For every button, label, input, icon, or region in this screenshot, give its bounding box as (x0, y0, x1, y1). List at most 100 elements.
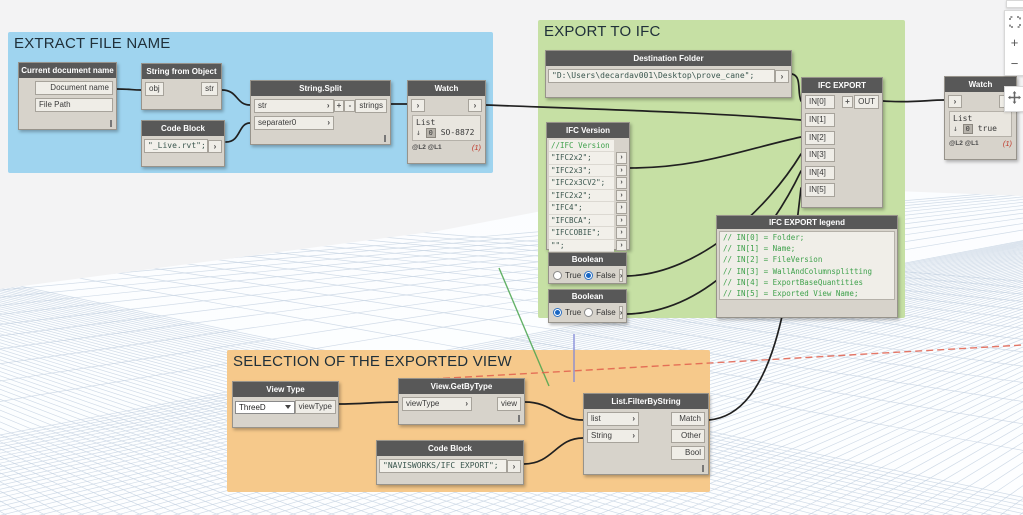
wire[interactable] (221, 89, 251, 106)
node-header[interactable]: View Type (233, 382, 338, 397)
node-header[interactable]: IFC EXPORT (802, 78, 882, 93)
code-line[interactable]: "IFC2x3CV2"; (549, 177, 614, 190)
input-port-in1[interactable]: IN[1] (805, 113, 835, 127)
code-comment[interactable]: //IFC Version (549, 140, 614, 153)
node-ifc-export-legend[interactable]: IFC EXPORT legend // IN[0] = Folder; // … (716, 215, 898, 318)
legend-line[interactable]: // IN[5] = Exported View Name; (720, 288, 894, 300)
add-port-button[interactable]: + (842, 96, 853, 108)
code-line[interactable]: "IFC4"; (549, 202, 614, 215)
node-ifc-version[interactable]: IFC Version //IFC Version "IFC2x2";› "IF… (546, 122, 630, 253)
output-port[interactable]: › (775, 69, 789, 83)
node-header[interactable]: List.FilterByString (584, 394, 708, 409)
code-line[interactable]: "IFCCOBIE"; (549, 227, 614, 240)
output-port-strings[interactable]: strings (355, 99, 387, 113)
level-label[interactable]: @L2 @L1 (949, 140, 979, 147)
code-line[interactable]: "IFCBCA"; (549, 214, 614, 228)
node-view-getbytype[interactable]: View.GetByType viewType view (398, 378, 525, 425)
output-port[interactable]: › (618, 306, 624, 319)
input-port-obj[interactable]: obj (145, 82, 164, 96)
input-port-list[interactable]: list (587, 412, 639, 426)
output-port[interactable]: › (616, 202, 627, 214)
output-port[interactable]: › (616, 227, 627, 239)
output-port-other[interactable]: Other (671, 429, 705, 443)
node-header[interactable]: View.GetByType (399, 379, 524, 394)
radio-label-false[interactable]: False (596, 271, 616, 280)
radio-true[interactable] (553, 271, 562, 280)
node-destination-folder[interactable]: Destination Folder "D:\Users\decardav001… (545, 50, 792, 98)
code-block-text[interactable]: "D:\Users\decardav001\Desktop\prove_cane… (548, 69, 775, 83)
node-current-document-name[interactable]: Current document name Document name File… (18, 62, 117, 130)
wire[interactable] (338, 401, 399, 405)
input-port-in2[interactable]: IN[2] (805, 131, 835, 145)
code-line[interactable]: "IFC2x2"; (549, 189, 614, 203)
zoom-out-icon[interactable]: − (1010, 56, 1019, 71)
node-header[interactable]: Destination Folder (546, 51, 791, 66)
output-port-bool[interactable]: Bool (671, 446, 705, 460)
output-port[interactable]: › (618, 269, 624, 282)
node-header[interactable]: Watch (408, 81, 485, 96)
wire[interactable] (629, 136, 802, 169)
output-port[interactable]: › (616, 214, 627, 227)
node-header[interactable]: String.Split (251, 81, 390, 96)
output-port[interactable]: › (616, 164, 627, 177)
node-header[interactable]: IFC EXPORT legend (717, 216, 897, 229)
node-header[interactable]: Current document name (19, 63, 116, 78)
code-line[interactable]: ""; (549, 239, 614, 253)
wire[interactable] (485, 104, 802, 121)
node-boolean-base-quantities[interactable]: Boolean True False › (548, 289, 627, 323)
wire[interactable] (523, 437, 584, 465)
legend-line[interactable]: // IN[4] = ExportBaseQuantities (720, 276, 894, 289)
pan-icon[interactable] (1005, 87, 1023, 108)
input-port-separator[interactable]: separater0 (254, 116, 334, 130)
node-watch-result[interactable]: Watch › › List ↓ 0 true @L2 @L1 (1) (944, 76, 1017, 160)
node-header[interactable]: Code Block (142, 121, 224, 136)
node-header[interactable]: Boolean (549, 290, 626, 303)
node-string-split[interactable]: String.Split str + - strings separater0 (250, 80, 391, 145)
radio-false[interactable] (584, 271, 594, 280)
input-port-string[interactable]: String (587, 429, 639, 443)
lacing-indicator[interactable] (110, 120, 112, 127)
code-block-text[interactable]: "_Live.rvt"; (144, 139, 208, 153)
input-port[interactable]: › (411, 99, 425, 112)
input-port-viewtype[interactable]: viewType (402, 397, 472, 411)
node-code-block-live[interactable]: Code Block "_Live.rvt"; › (141, 120, 225, 167)
node-code-block-navisworks[interactable]: Code Block "NAVISWORKS/IFC EXPORT"; › (376, 440, 524, 485)
legend-line[interactable]: // IN[3] = WallAndColumnsplitting (720, 265, 894, 277)
level-label[interactable]: @L2 @L1 (412, 144, 442, 151)
node-header[interactable]: IFC Version (547, 123, 629, 138)
node-header[interactable]: Watch (945, 77, 1016, 92)
output-port-file-path[interactable]: File Path (35, 98, 113, 112)
output-port[interactable]: › (468, 99, 482, 112)
code-line[interactable]: "IFC2x3"; (549, 164, 614, 178)
node-view-type[interactable]: View Type ThreeD viewType (232, 381, 339, 428)
output-port[interactable]: › (616, 177, 627, 189)
output-port-out[interactable]: OUT (854, 95, 879, 109)
radio-false[interactable] (584, 308, 594, 317)
input-port-in0[interactable]: IN[0] (805, 95, 835, 109)
node-string-from-object[interactable]: String from Object obj str (141, 63, 222, 110)
output-port[interactable]: › (208, 139, 222, 153)
code-line[interactable]: "IFC2x2"; (549, 152, 614, 165)
node-watch-name[interactable]: Watch › › List ↓ 0 SO-8872 @L2 @L1 (1) (407, 80, 486, 164)
node-ifc-export[interactable]: IFC EXPORT IN[0] + - OUT IN[1] IN[2] IN[… (801, 77, 883, 208)
legend-line[interactable]: // IN[1] = Name; (720, 243, 894, 255)
output-port-document-name[interactable]: Document name (35, 81, 113, 95)
wire[interactable] (882, 99, 945, 103)
output-port[interactable]: › (507, 459, 521, 473)
output-port-match[interactable]: Match (671, 412, 705, 426)
input-port-str[interactable]: str (254, 99, 334, 113)
fit-view-icon[interactable] (1005, 11, 1023, 32)
add-port-button[interactable]: + (333, 100, 345, 112)
remove-port-button[interactable]: - (344, 100, 356, 112)
lacing-indicator[interactable] (518, 415, 520, 422)
input-port[interactable]: › (948, 95, 962, 108)
node-list-filterbystring[interactable]: List.FilterByString list Match String Ot… (583, 393, 709, 475)
node-boolean-wall-splitting[interactable]: Boolean True False › (548, 252, 627, 284)
input-port-in5[interactable]: IN[5] (805, 183, 835, 197)
node-header[interactable]: Code Block (377, 441, 523, 456)
radio-label-true[interactable]: True (565, 308, 582, 317)
node-header[interactable]: String from Object (142, 64, 221, 79)
legend-line[interactable]: // IN[2] = FileVersion (720, 254, 894, 266)
radio-label-true[interactable]: True (565, 271, 582, 280)
